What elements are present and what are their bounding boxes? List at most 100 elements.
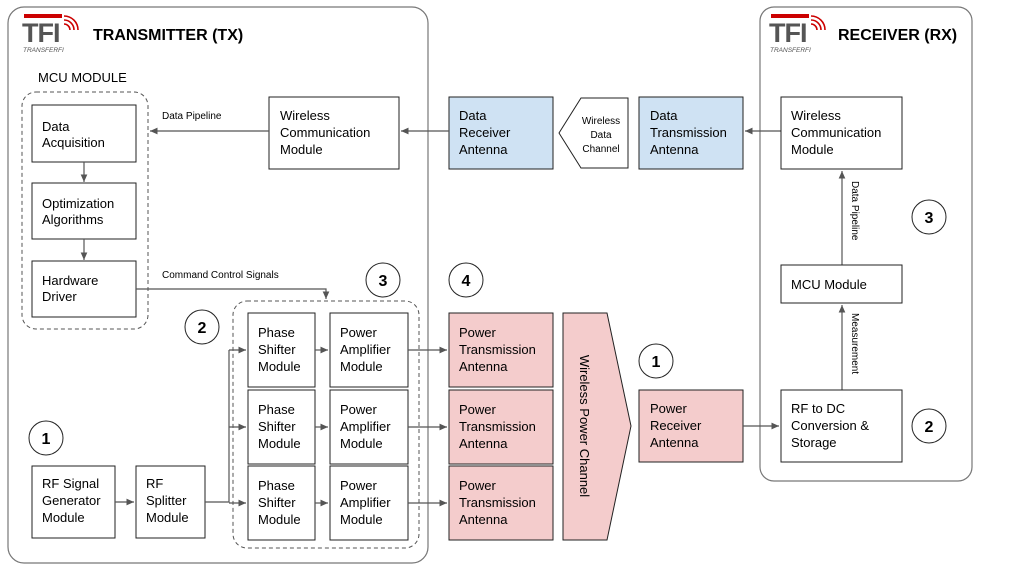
- rx-wireless-line2: Communication: [791, 125, 881, 140]
- rf-splitter-line3: Module: [146, 510, 189, 525]
- measurement-label: Measurement: [849, 313, 860, 374]
- power-transmission-antenna-box-3-line2: Transmission: [459, 495, 536, 510]
- data-transmission-line3: Antenna: [650, 142, 699, 157]
- power-amplifier-box-3-line2: Amplifier: [340, 495, 391, 510]
- wireless-power-label: Wireless Power Channel: [577, 355, 592, 497]
- phase-amplifier-group: [232, 300, 420, 549]
- rf-signal-line2: Generator: [42, 493, 101, 508]
- logo-text: TFI: [22, 18, 60, 48]
- phase-shifter-box-3-line1: Phase: [258, 478, 295, 493]
- rf-splitter-line2: Splitter: [146, 493, 187, 508]
- phase-shifter-box-2-line3: Module: [258, 436, 301, 451]
- phase-shifter-box-1-line3: Module: [258, 359, 301, 374]
- data-receiver-line2: Receiver: [459, 125, 511, 140]
- transmitter-title: TRANSMITTER (TX): [93, 27, 243, 44]
- splitter-bus: [205, 350, 230, 503]
- power-amplifier-box-1-line1: Power: [340, 325, 378, 340]
- power-amplifier-box-2-line2: Amplifier: [340, 419, 391, 434]
- step-circle-rx-2: 2: [911, 408, 947, 444]
- phase-shifter-box-3-line3: Module: [258, 512, 301, 527]
- data-acquisition-line1: Data: [42, 119, 70, 134]
- power-amplifier-box-1-line3: Module: [340, 359, 383, 374]
- step-number: 2: [198, 320, 207, 337]
- data-acquisition-line2: Acquisition: [42, 135, 105, 150]
- rf-to-dc-line1: RF to DC: [791, 401, 845, 416]
- wireless-data-line2: Data: [590, 130, 612, 141]
- transmitter-panel: [7, 6, 429, 564]
- step-circle-tx-1: 1: [28, 420, 64, 456]
- step-circle-rx-1: 1: [638, 343, 674, 379]
- rf-to-dc-box: RF to DC Conversion & Storage: [780, 389, 903, 463]
- step-number: 4: [462, 273, 471, 290]
- power-amplifier-box-2-line1: Power: [340, 402, 378, 417]
- power-amplifier-box-3-line1: Power: [340, 478, 378, 493]
- data-receiver-line3: Antenna: [459, 142, 508, 157]
- power-transmission-antenna-box-3-line1: Power: [459, 478, 497, 493]
- hardware-driver-line2: Driver: [42, 289, 77, 304]
- transferfi-logo-tx: TFI TRANSFERFI: [22, 14, 79, 54]
- rx-mcu-label: MCU Module: [791, 277, 867, 292]
- power-receiver-line1: Power: [650, 401, 688, 416]
- rf-signal-line1: RF Signal: [42, 476, 99, 491]
- phase-shifter-box-2-line1: Phase: [258, 402, 295, 417]
- rf-splitter-line1: RF: [146, 476, 163, 491]
- step-number: 3: [925, 210, 934, 227]
- phase-shifter-box-2-line2: Shifter: [258, 419, 296, 434]
- data-receiver-line1: Data: [459, 108, 487, 123]
- mcu-module-label: MCU MODULE: [38, 70, 127, 85]
- rf-to-dc-line3: Storage: [791, 435, 837, 450]
- step-number: 1: [652, 354, 661, 371]
- rx-data-pipeline-label: Data Pipeline: [849, 181, 860, 241]
- step-number: 1: [42, 431, 51, 448]
- power-amplifier-box-1-line2: Amplifier: [340, 342, 391, 357]
- transferfi-logo-rx: TFI TRANSFERFI: [769, 14, 826, 54]
- step-number: 3: [379, 273, 388, 290]
- step-circle-rx-3: 3: [911, 199, 947, 235]
- power-receiver-line2: Receiver: [650, 418, 702, 433]
- step-circle-4: 4: [448, 262, 484, 298]
- optimization-line2: Algorithms: [42, 212, 104, 227]
- tx-data-pipeline-label: Data Pipeline: [162, 111, 222, 122]
- mcu-module-group: [21, 91, 149, 330]
- power-amplifier-box-2-line3: Module: [340, 436, 383, 451]
- wireless-data-line1: Wireless: [582, 116, 620, 127]
- logo-subtext-rx: TRANSFERFI: [770, 47, 811, 54]
- logo-subtext: TRANSFERFI: [23, 47, 64, 54]
- receiver-title: RECEIVER (RX): [838, 27, 957, 44]
- rx-mcu-module-box: MCU Module: [780, 264, 903, 304]
- step-circle-tx-2: 2: [184, 309, 220, 345]
- phase-shifter-box-1-line1: Phase: [258, 325, 295, 340]
- rf-to-dc-line2: Conversion &: [791, 418, 869, 433]
- power-transmission-antenna-box-2-line3: Antenna: [459, 436, 508, 451]
- data-transmission-line2: Transmission: [650, 125, 727, 140]
- power-transmission-antenna-box-2-line2: Transmission: [459, 419, 536, 434]
